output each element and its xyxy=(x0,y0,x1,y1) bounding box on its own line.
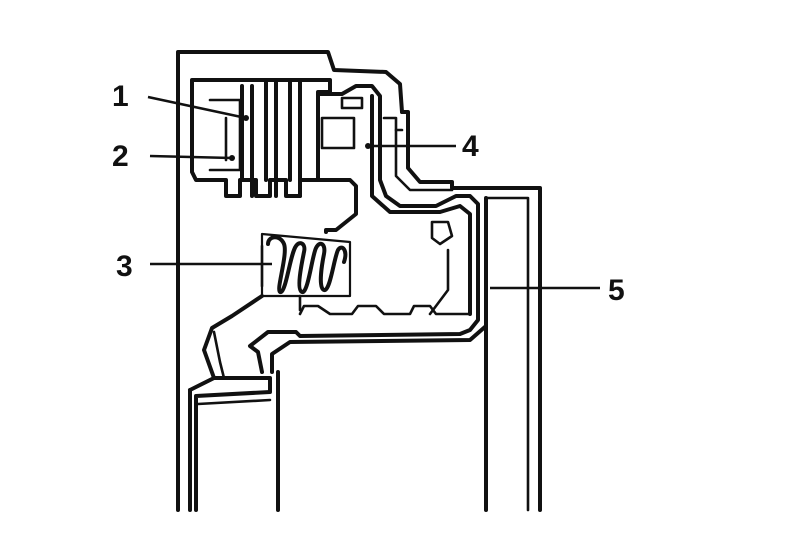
inner-hub xyxy=(270,196,488,512)
callout-label-4: 4 xyxy=(462,130,479,163)
callout-label-5: 5 xyxy=(608,274,625,307)
lower-seal xyxy=(188,294,272,512)
leader-dot-2 xyxy=(229,155,235,161)
leader-lines xyxy=(147,95,600,290)
leader-2 xyxy=(149,154,233,160)
housing xyxy=(176,50,542,512)
callout-labels: 1 2 3 4 5 xyxy=(112,80,625,307)
leader-dot-1 xyxy=(243,115,249,121)
leader-1 xyxy=(147,95,247,120)
return-spring xyxy=(260,232,352,312)
callout-label-2: 2 xyxy=(112,140,129,173)
piston-body xyxy=(248,84,480,374)
clutch-plates xyxy=(190,78,332,198)
upper-seal xyxy=(382,116,454,192)
leader-dot-4 xyxy=(365,143,371,149)
callout-label-3: 3 xyxy=(116,250,133,283)
callout-label-1: 1 xyxy=(112,80,129,113)
